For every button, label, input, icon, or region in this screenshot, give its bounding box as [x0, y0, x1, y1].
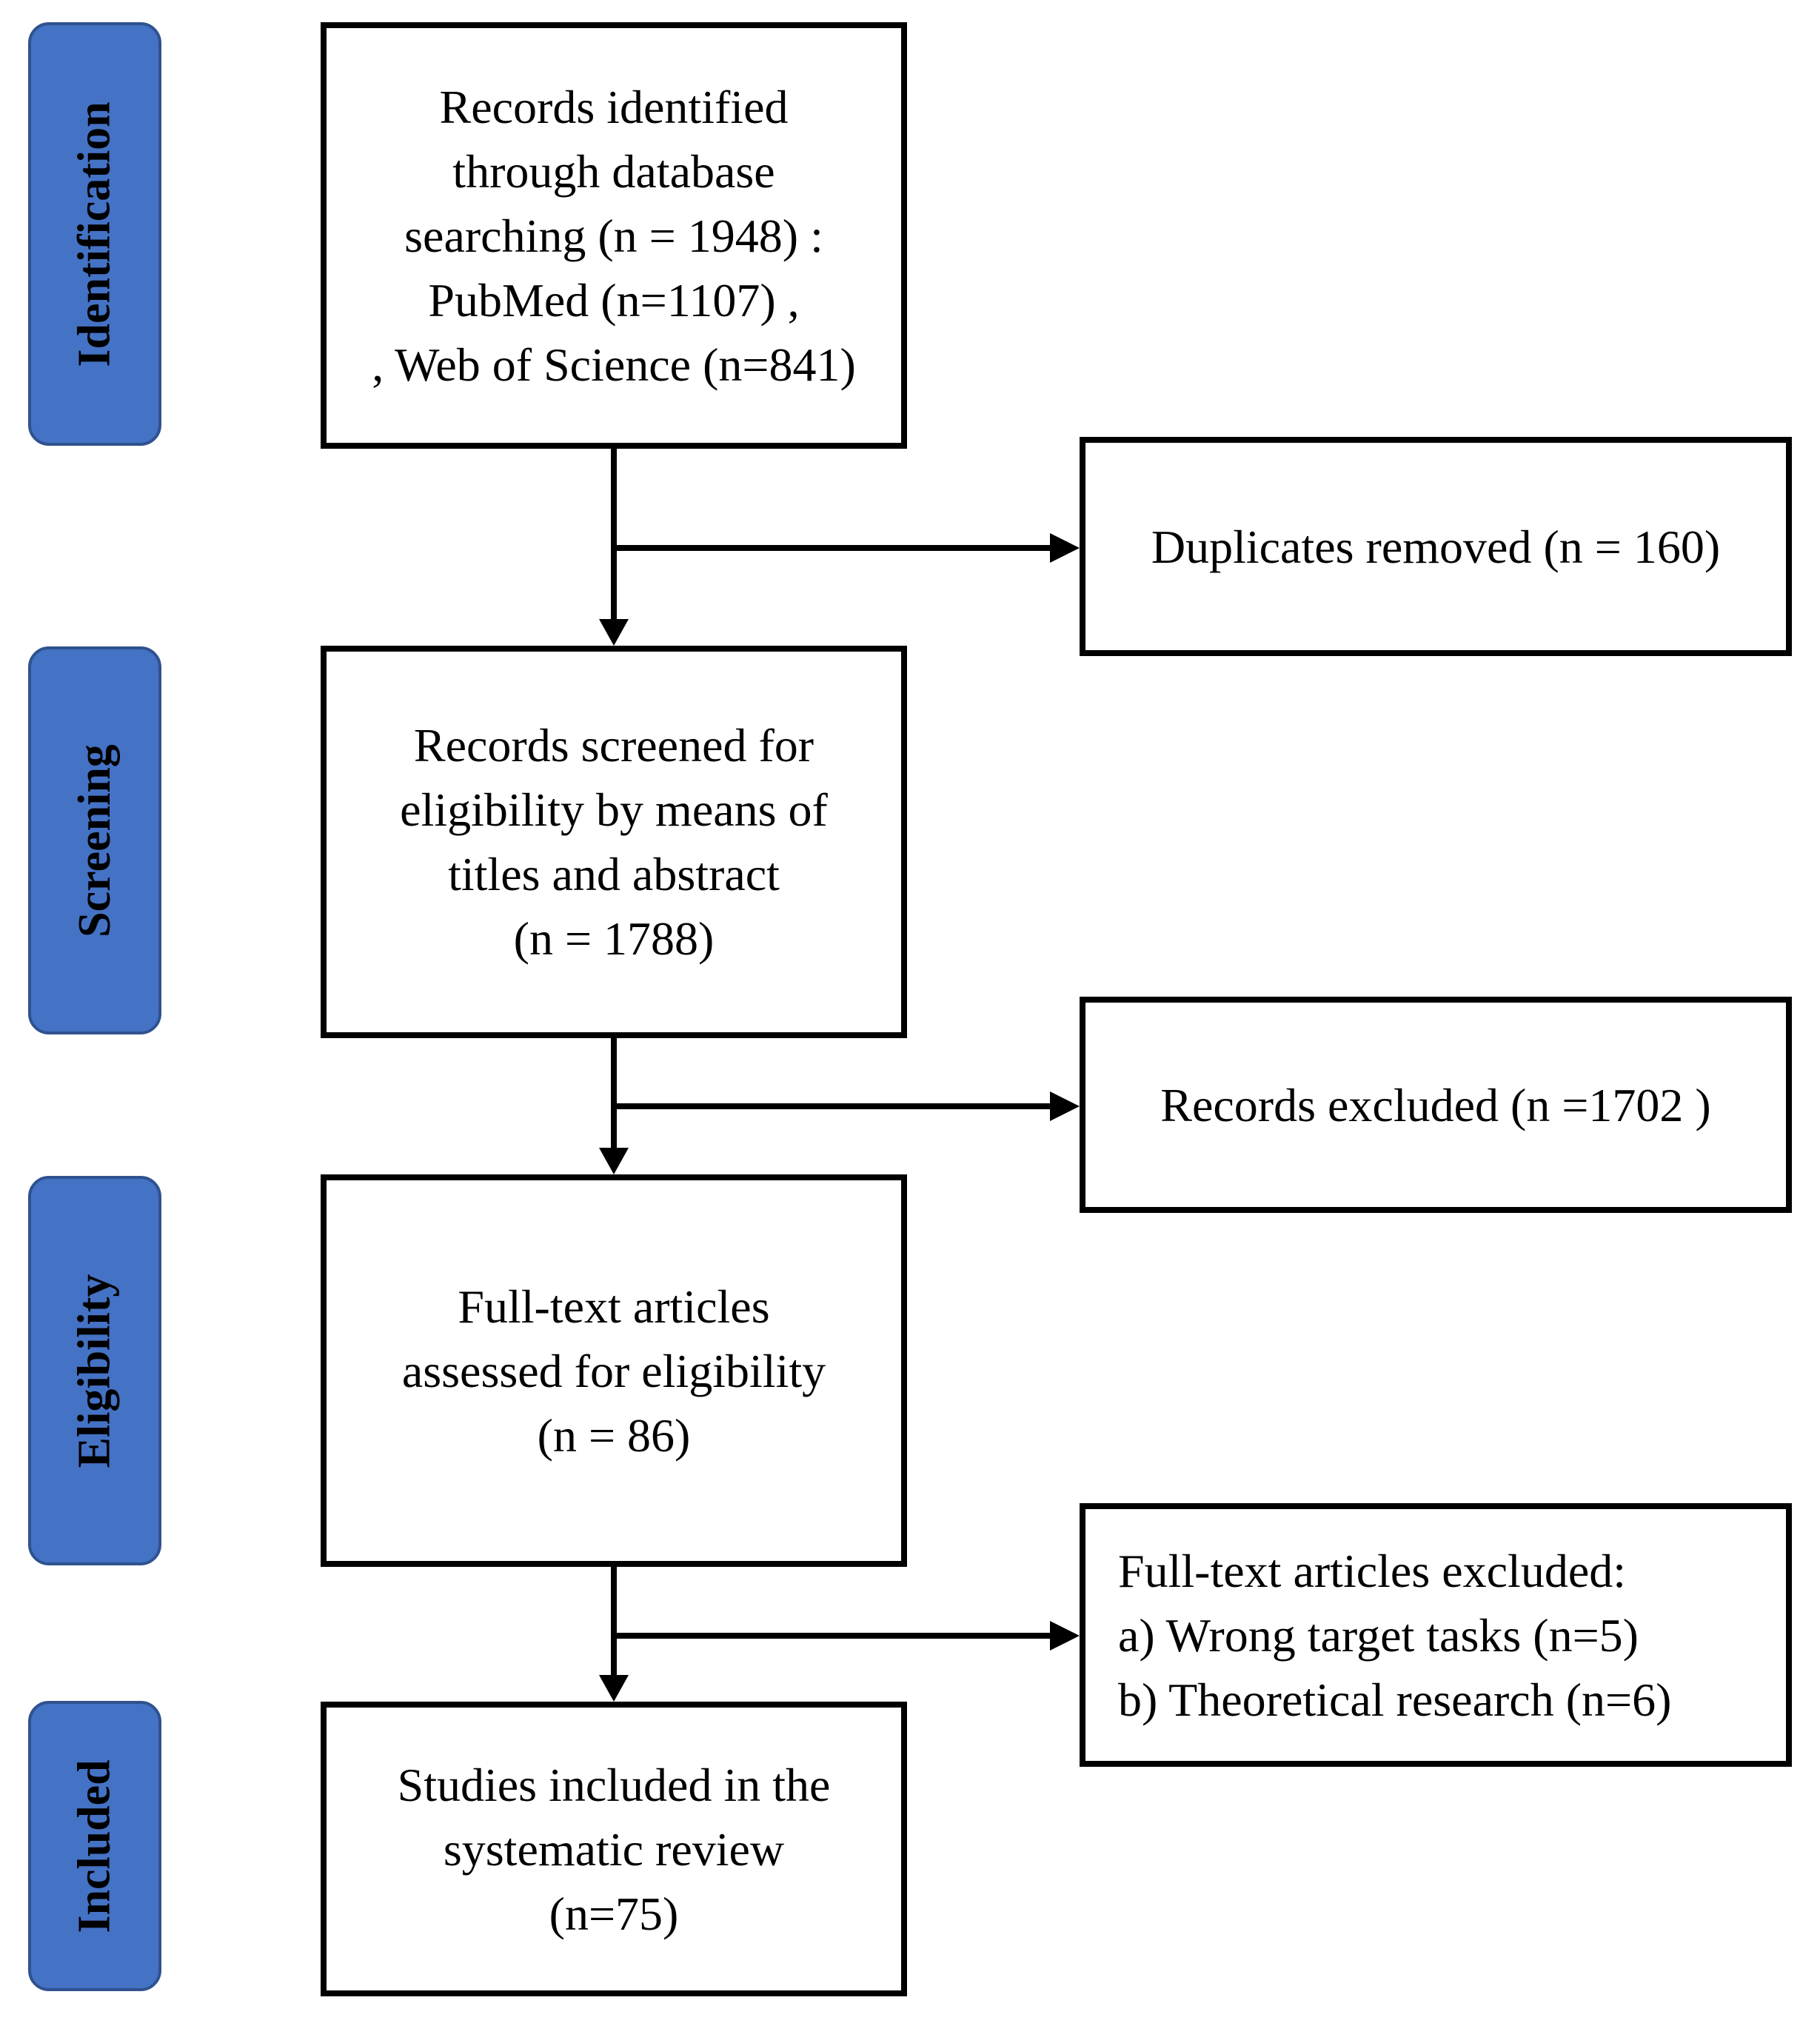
box-line: Full-text articles excluded:: [1118, 1544, 1626, 1597]
box-line: Records identified: [439, 80, 789, 133]
box-line: Studies included in the: [397, 1758, 831, 1811]
box-line: , Web of Science (n=841): [372, 338, 856, 391]
arrowhead-right-3: [1050, 1621, 1080, 1651]
box-records-excluded: Records excluded (n =1702 ): [1080, 997, 1792, 1213]
box-fulltext-excluded: Full-text articles excluded: a) Wrong ta…: [1080, 1503, 1792, 1767]
box-studies-included: Studies included in the systematic revie…: [321, 1702, 907, 1996]
box-records-screened: Records screened for eligibility by mean…: [321, 646, 907, 1038]
stage-screening: Screening: [28, 646, 161, 1034]
box-line: titles and abstract: [448, 848, 780, 900]
arrowhead-down-3: [599, 1675, 629, 1702]
box-line: PubMed (n=1107) ,: [428, 273, 800, 327]
stage-identification: Identification: [28, 22, 161, 446]
box-line: Full-text articles: [458, 1280, 770, 1333]
stage-eligibility: Eligibility: [28, 1176, 161, 1565]
box-line: Records screened for: [413, 719, 814, 772]
box-line: (n=75): [549, 1887, 679, 1940]
box-line: assessed for eligibility: [401, 1344, 826, 1397]
box-line: Duplicates removed (n = 160): [1151, 520, 1721, 573]
box-line: through database: [452, 144, 775, 198]
box-line: a) Wrong target tasks (n=5): [1118, 1608, 1639, 1662]
box-line: searching (n = 1948) :: [404, 209, 823, 262]
box-line: (n = 1788): [513, 912, 715, 965]
arrowhead-down-1: [599, 619, 629, 646]
arrowhead-down-2: [599, 1148, 629, 1174]
arrowhead-right-1: [1050, 533, 1080, 563]
box-duplicates-removed: Duplicates removed (n = 160): [1080, 437, 1792, 656]
box-line: eligibility by means of: [400, 783, 828, 836]
box-line: b) Theoretical research (n=6): [1118, 1673, 1672, 1726]
box-line: (n = 86): [537, 1408, 691, 1462]
box-records-identified: Records identified through database sear…: [321, 22, 907, 449]
box-fulltext-assessed: Full-text articles assessed for eligibil…: [321, 1174, 907, 1567]
box-line: Records excluded (n =1702 ): [1160, 1078, 1711, 1131]
stage-included: Included: [28, 1701, 161, 1991]
arrowhead-right-2: [1050, 1091, 1080, 1121]
box-line: systematic review: [443, 1822, 785, 1876]
